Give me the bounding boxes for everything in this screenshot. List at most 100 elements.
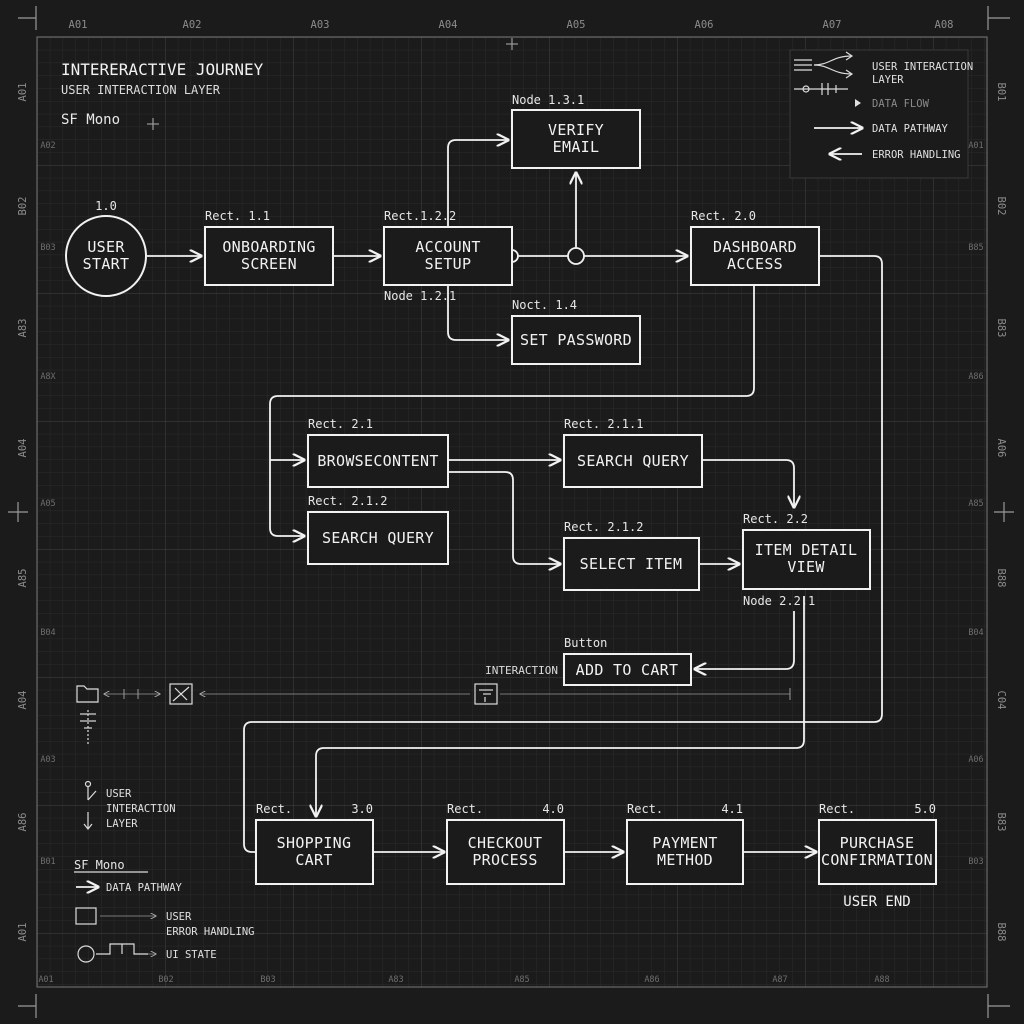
interaction-label: INTERACTION — [485, 664, 558, 677]
ruler-label-left: A04 — [17, 439, 29, 458]
node-tag: Rect. — [256, 802, 292, 816]
ruler-left: A01B02A83A04A85A04A86A01A02B03A8XA05B04A… — [17, 83, 57, 942]
split-flow-icon — [794, 51, 854, 79]
node-number: 3.0 — [351, 802, 373, 816]
box-icon — [75, 907, 97, 925]
registration-marks — [8, 6, 1014, 1018]
node-search-query-top[interactable]: SEARCH QUERY — [563, 434, 703, 488]
node-label: SET PASSWORD — [520, 331, 632, 349]
ruler-label-left_small: A8X — [40, 372, 56, 382]
ruler-label-bottom: B03 — [260, 975, 275, 985]
legend-ui-state: UI STATE — [166, 949, 217, 961]
node-tag: Rect. 2.2 — [743, 512, 808, 526]
label-line: ITEM DETAIL — [755, 541, 858, 559]
connectors — [147, 140, 883, 852]
add-to-cart-button[interactable]: ADD TO CART — [563, 653, 692, 686]
stack-icon — [80, 710, 96, 744]
node-connector-icon — [794, 83, 848, 95]
node-set-password[interactable]: SET PASSWORD — [511, 315, 641, 365]
ruler-label-right: B01 — [995, 83, 1007, 102]
node-tag: Rect. 2.1.1 — [564, 417, 643, 431]
ruler-label-left: A04 — [17, 691, 29, 710]
ruler-label-left: A01 — [17, 83, 29, 102]
ruler-right: B01B02B83A06B88C04B83B88A01B85A86A85B04A… — [968, 83, 1007, 942]
ruler-label-left: A86 — [17, 813, 29, 832]
node-tag: Button — [564, 636, 607, 650]
ruler-label-left: A83 — [17, 319, 29, 338]
ruler-label-top: A07 — [823, 19, 842, 31]
label-line: SEARCH QUERY — [577, 452, 689, 470]
ruler-label-right: B83 — [995, 319, 1007, 338]
ruler-label-top: A08 — [935, 19, 954, 31]
node-browse-content[interactable]: BROWSECONTENT — [307, 434, 449, 488]
label-line: PROCESS — [472, 851, 537, 869]
node-tag: Rect. — [447, 802, 483, 816]
label-line: SHOPPING — [277, 834, 352, 852]
label-line: ACCOUNT — [415, 238, 480, 256]
ruler-label-right_small: B04 — [968, 628, 983, 638]
dropdown-icon — [474, 683, 498, 705]
label-line: ACCESS — [727, 255, 783, 273]
node-number: 4.0 — [542, 802, 564, 816]
label-line: SCREEN — [241, 255, 297, 273]
ui-state-icon — [77, 945, 95, 963]
ruler-label-left_small: B04 — [40, 628, 55, 638]
label-line: METHOD — [657, 851, 713, 869]
label-line: USER — [87, 238, 125, 256]
ruler-label-right: B88 — [995, 923, 1007, 942]
ruler-label-bottom: A85 — [514, 975, 529, 985]
diagram-subtitle: USER INTERACTION LAYER — [61, 83, 221, 97]
font-label: SF Mono — [61, 112, 120, 128]
ruler-label-left: A85 — [17, 569, 29, 588]
label-line: PAYMENT — [652, 834, 717, 852]
label-line: ONBOARDING — [222, 238, 315, 256]
ruler-label-right_small: A06 — [968, 755, 983, 765]
label-line: ERROR HANDLING — [166, 926, 255, 938]
ruler-label-top: A02 — [183, 19, 202, 31]
label-line: VIEW — [787, 558, 825, 576]
label-line: LAYER — [872, 74, 904, 86]
label-line: VERIFY — [548, 121, 604, 139]
label-line: DASHBOARD — [713, 238, 797, 256]
ruler-label-bottom: A88 — [874, 975, 889, 985]
ruler-label-bottom: A87 — [772, 975, 787, 985]
button-label: ADD TO CART — [576, 661, 679, 679]
node-tag: Rect. 2.1 — [308, 417, 373, 431]
node-tag: Rect. — [819, 802, 855, 816]
label-line: LAYER — [106, 818, 138, 830]
ruler-label-top: A03 — [311, 19, 330, 31]
label-line: CHECKOUT — [468, 834, 543, 852]
ruler-label-right_small: B03 — [968, 857, 983, 867]
ruler-label-right: C04 — [995, 691, 1007, 710]
node-tag: Rect. 2.0 — [691, 209, 756, 223]
label-line: ADD TO CART — [576, 661, 679, 679]
node-tag: Rect. 2.1.2 — [564, 520, 643, 534]
node-label: SEARCH QUERY — [577, 452, 689, 470]
label-line: SEARCH QUERY — [322, 529, 434, 547]
node-select-item[interactable]: SELECT ITEM — [563, 537, 700, 591]
label-line: USER — [106, 788, 132, 800]
node-search-query-left[interactable]: SEARCH QUERY — [307, 511, 449, 565]
folder-icon — [76, 685, 99, 703]
ruler-label-right: B83 — [995, 813, 1007, 832]
